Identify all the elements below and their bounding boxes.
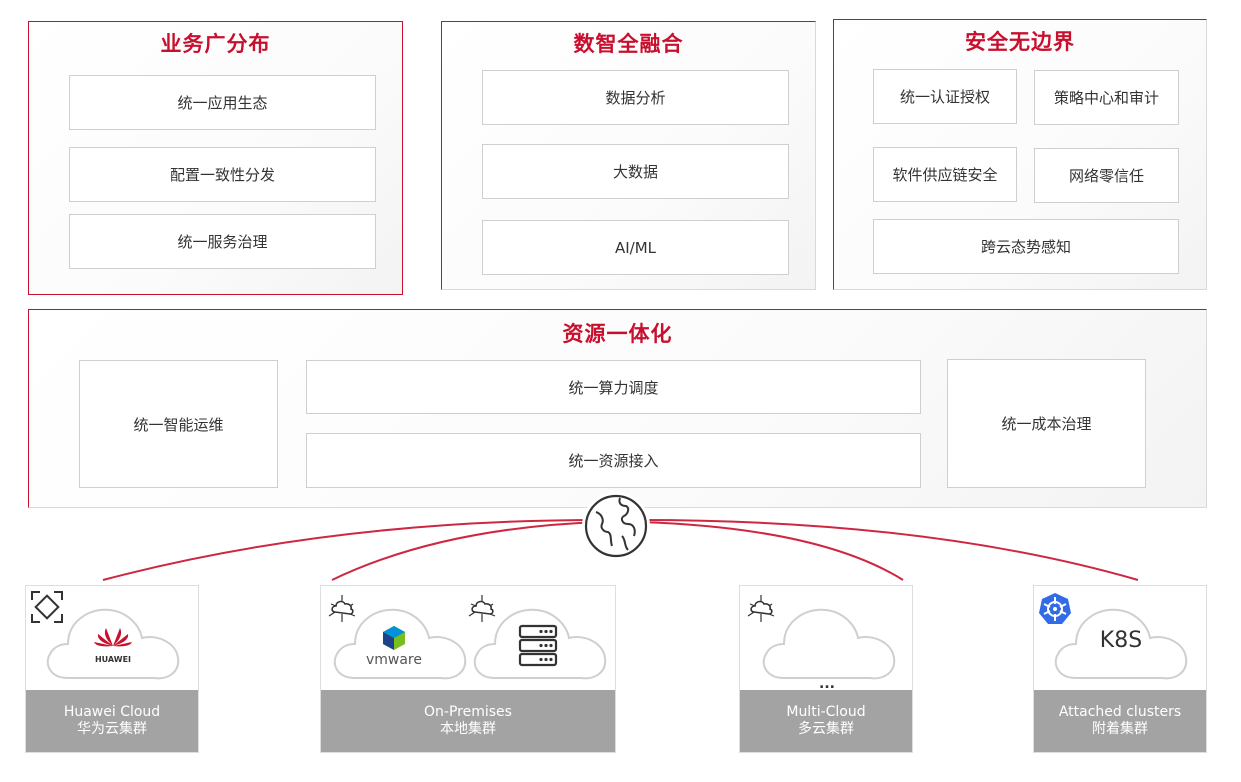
k8s-label: K8S xyxy=(1099,628,1143,653)
hub-icon xyxy=(747,595,775,622)
data-analysis-box[interactable]: 数据分析 xyxy=(482,70,789,125)
globe-icon xyxy=(582,492,650,560)
cluster-name-en: Multi-Cloud xyxy=(786,704,866,720)
supply-chain-security-box[interactable]: 软件供应链安全 xyxy=(873,147,1017,202)
attached-caption: Attached clusters 附着集群 xyxy=(1034,690,1206,752)
zero-trust-box[interactable]: 网络零信任 xyxy=(1034,148,1179,203)
compute-scheduling-box[interactable]: 统一算力调度 xyxy=(306,360,921,414)
resource-access-box[interactable]: 统一资源接入 xyxy=(306,433,921,488)
hub-icon xyxy=(468,595,496,622)
data-fusion-panel: 数智全融合 数据分析 大数据 AI/ML xyxy=(441,21,816,290)
unified-ops-box[interactable]: 统一智能运维 xyxy=(79,360,278,488)
business-title: 业务广分布 xyxy=(160,32,271,56)
cluster-name-en: Attached clusters xyxy=(1058,704,1182,720)
resources-panel: 资源一体化 统一智能运维 统一算力调度 统一资源接入 统一成本治理 xyxy=(28,309,1207,508)
cluster-name-en: Huawei Cloud xyxy=(63,704,161,720)
huawei-logo-text: HUAWEI xyxy=(94,655,132,664)
security-panel: 安全无边界 统一认证授权 策略中心和审计 软件供应链安全 网络零信任 跨云态势感… xyxy=(833,19,1207,290)
business-panel: 业务广分布 统一应用生态 配置一致性分发 统一服务治理 xyxy=(28,21,403,295)
cluster-name-zh: 多云集群 xyxy=(798,721,854,737)
cluster-name-zh: 华为云集群 xyxy=(77,721,147,737)
diamond-frame-icon xyxy=(31,591,63,623)
kubernetes-icon xyxy=(1039,593,1071,624)
ai-ml-box[interactable]: AI/ML xyxy=(482,220,789,275)
huawei-logo xyxy=(94,628,132,647)
huawei-cloud-cluster[interactable]: HUAWEI Huawei Cloud 华为云集群 xyxy=(25,585,199,753)
server-icon xyxy=(518,624,558,667)
on-premises-cluster[interactable]: vmware On-Premises 本地集群 xyxy=(320,585,616,753)
cloud-icon xyxy=(1054,608,1188,680)
on-premises-caption: On-Premises 本地集群 xyxy=(321,690,615,752)
huawei-cloud-caption: Huawei Cloud 华为云集群 xyxy=(26,690,198,752)
cloud-icon xyxy=(762,608,896,680)
unified-auth-box[interactable]: 统一认证授权 xyxy=(873,69,1017,124)
vmware-logo xyxy=(383,626,405,650)
config-consistency-box[interactable]: 配置一致性分发 xyxy=(69,147,376,202)
resources-title: 资源一体化 xyxy=(562,322,673,346)
vmware-logo-text: vmware xyxy=(365,652,422,668)
data-fusion-title: 数智全融合 xyxy=(573,32,684,56)
big-data-box[interactable]: 大数据 xyxy=(482,144,789,199)
cluster-name-zh: 本地集群 xyxy=(440,721,496,737)
multi-cloud-caption: Multi-Cloud 多云集群 xyxy=(740,690,912,752)
multi-cloud-cluster[interactable]: ... Multi-Cloud 多云集群 xyxy=(739,585,913,753)
security-title: 安全无边界 xyxy=(965,30,1075,54)
cross-cloud-awareness-box[interactable]: 跨云态势感知 xyxy=(873,219,1179,274)
attached-cluster[interactable]: K8S Attached clusters 附着集群 xyxy=(1033,585,1207,753)
cloud-icon xyxy=(473,608,607,680)
cloud-icon xyxy=(46,608,180,680)
cluster-name-en: On-Premises xyxy=(424,704,512,720)
policy-audit-box[interactable]: 策略中心和审计 xyxy=(1034,70,1179,125)
unified-app-ecosystem-box[interactable]: 统一应用生态 xyxy=(69,75,376,130)
cost-governance-box[interactable]: 统一成本治理 xyxy=(947,359,1146,488)
service-governance-box[interactable]: 统一服务治理 xyxy=(69,214,376,269)
cluster-name-zh: 附着集群 xyxy=(1092,721,1148,737)
hub-icon xyxy=(328,595,356,622)
more-indicator: ... xyxy=(819,676,835,692)
